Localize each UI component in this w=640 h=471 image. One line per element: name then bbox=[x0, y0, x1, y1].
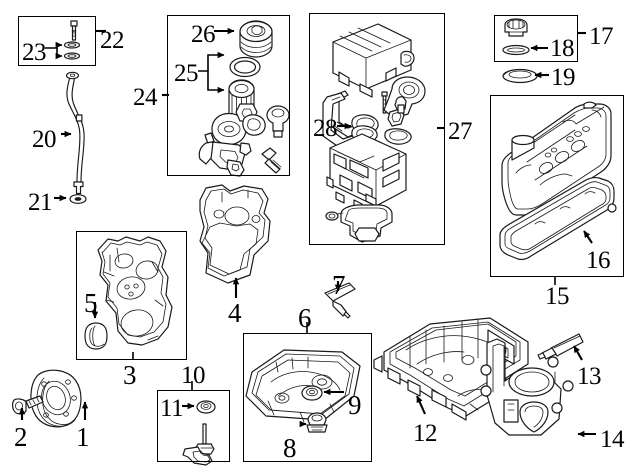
part-timing-cover-gasket-icon bbox=[199, 184, 271, 284]
part-housing-bolt-icon bbox=[261, 147, 282, 174]
part-sealant-tube-upper-icon bbox=[324, 282, 356, 319]
part-dipstick-handle-icon bbox=[70, 20, 78, 41]
part-oil-filler-cap-icon bbox=[504, 18, 528, 37]
part-housing-gasket-icon bbox=[242, 114, 266, 136]
callout-26-oil-filter-cap[interactable]: 26 bbox=[191, 21, 216, 48]
callout-24-oil-filter-housing-assembly[interactable]: 24 bbox=[133, 84, 158, 111]
callout-23-dipstick-seal-rings[interactable]: 23 bbox=[22, 39, 47, 66]
callout-28-oil-cooler-bracket[interactable]: 28 bbox=[313, 115, 338, 142]
leader-13 bbox=[573, 345, 583, 361]
part-drain-plug-gasket-icon bbox=[301, 385, 323, 401]
callout-16-valve-cover-gasket[interactable]: 16 bbox=[586, 247, 611, 274]
part-oil-level-sensor-icon bbox=[182, 423, 215, 466]
callout-19-oil-filler-neck-gasket[interactable]: 19 bbox=[551, 64, 576, 91]
callout-8-drain-plug[interactable]: 8 bbox=[283, 433, 297, 463]
callout-10-oil-level-sensor-assembly[interactable]: 10 bbox=[181, 362, 206, 389]
part-oil-cooler-thermostat-icon bbox=[383, 76, 426, 127]
group-6-lower-oil-pan bbox=[243, 333, 372, 462]
callout-1-crankshaft-pulley[interactable]: 1 bbox=[76, 422, 90, 452]
group-15-valve-cover bbox=[490, 95, 624, 277]
callout-5-crankshaft-seal[interactable]: 5 bbox=[84, 288, 98, 318]
part-seal-ring-upper-icon bbox=[63, 41, 81, 49]
leader-25 bbox=[198, 51, 225, 72]
group-3-timing-cover bbox=[76, 231, 187, 360]
part-housing-valve-icon bbox=[266, 105, 290, 138]
group-24-oil-filter-housing bbox=[167, 15, 290, 176]
part-crankshaft-seal-icon bbox=[84, 322, 108, 350]
group-27-oil-cooler bbox=[309, 13, 445, 245]
part-valve-cover-gasket-icon bbox=[499, 177, 617, 260]
group-10-oil-level-sensor bbox=[157, 390, 230, 462]
part-filler-cap-seal-icon bbox=[502, 44, 530, 56]
callout-22-dipstick-assembly[interactable]: 22 bbox=[100, 27, 125, 54]
callout-27-oil-cooler-assembly[interactable]: 27 bbox=[448, 118, 473, 145]
callout-3-timing-cover[interactable]: 3 bbox=[123, 360, 137, 390]
group-22-dipstick bbox=[18, 16, 96, 66]
part-oil-filter-housing-icon bbox=[198, 112, 252, 177]
part-oil-cooler-seal-plate-icon bbox=[325, 204, 393, 243]
callout-11-sensor-seal-washer[interactable]: 11 bbox=[160, 395, 184, 422]
callout-25-oil-filter-element-kit[interactable]: 25 bbox=[174, 60, 199, 87]
part-drain-plug-icon bbox=[306, 412, 328, 433]
part-dipstick-tube-icon bbox=[65, 71, 85, 195]
part-sealant-tube-lower-icon bbox=[537, 333, 584, 360]
callout-18-oil-filler-cap-seal[interactable]: 18 bbox=[550, 35, 575, 62]
callout-12-upper-oil-pan[interactable]: 12 bbox=[413, 420, 438, 447]
group-17-filler-cap bbox=[494, 15, 578, 62]
part-oil-cooler-body-icon bbox=[332, 23, 415, 98]
part-dipstick-o-ring-icon bbox=[69, 194, 87, 205]
part-timing-cover-icon bbox=[97, 236, 173, 346]
part-crankshaft-pulley-icon bbox=[30, 369, 82, 428]
part-oil-cooler-small-gasket-icon bbox=[384, 128, 412, 145]
part-sensor-washer-icon bbox=[196, 400, 216, 414]
callout-7-sealant-tube[interactable]: 7 bbox=[332, 270, 346, 300]
leader-16 bbox=[583, 230, 593, 244]
callout-9-drain-plug-gasket[interactable]: 9 bbox=[348, 390, 362, 420]
callout-13-sealant-tube[interactable]: 13 bbox=[577, 363, 602, 390]
part-filter-o-ring-icon bbox=[229, 56, 261, 78]
callout-21-dipstick-tube-o-ring[interactable]: 21 bbox=[28, 189, 53, 216]
callout-17-oil-filler-cap-assembly[interactable]: 17 bbox=[589, 23, 614, 50]
part-lower-oil-pan-icon bbox=[245, 349, 361, 423]
part-oil-pump-bracket-icon bbox=[480, 338, 574, 436]
callout-15-valve-cover-assembly[interactable]: 15 bbox=[545, 283, 570, 310]
callout-14-oil-pump-bracket[interactable]: 14 bbox=[600, 426, 625, 453]
part-seal-ring-lower-icon bbox=[63, 52, 81, 60]
callout-6-lower-oil-pan[interactable]: 6 bbox=[298, 303, 312, 333]
callout-2-pulley-bolt[interactable]: 2 bbox=[14, 422, 28, 452]
callout-4-timing-cover-gasket[interactable]: 4 bbox=[228, 298, 242, 328]
part-oil-cooler-lower-body-icon bbox=[326, 133, 407, 211]
part-oil-filter-cap-icon bbox=[239, 20, 273, 58]
callout-20-dipstick-tube[interactable]: 20 bbox=[32, 126, 57, 153]
leader-12 bbox=[416, 395, 426, 415]
